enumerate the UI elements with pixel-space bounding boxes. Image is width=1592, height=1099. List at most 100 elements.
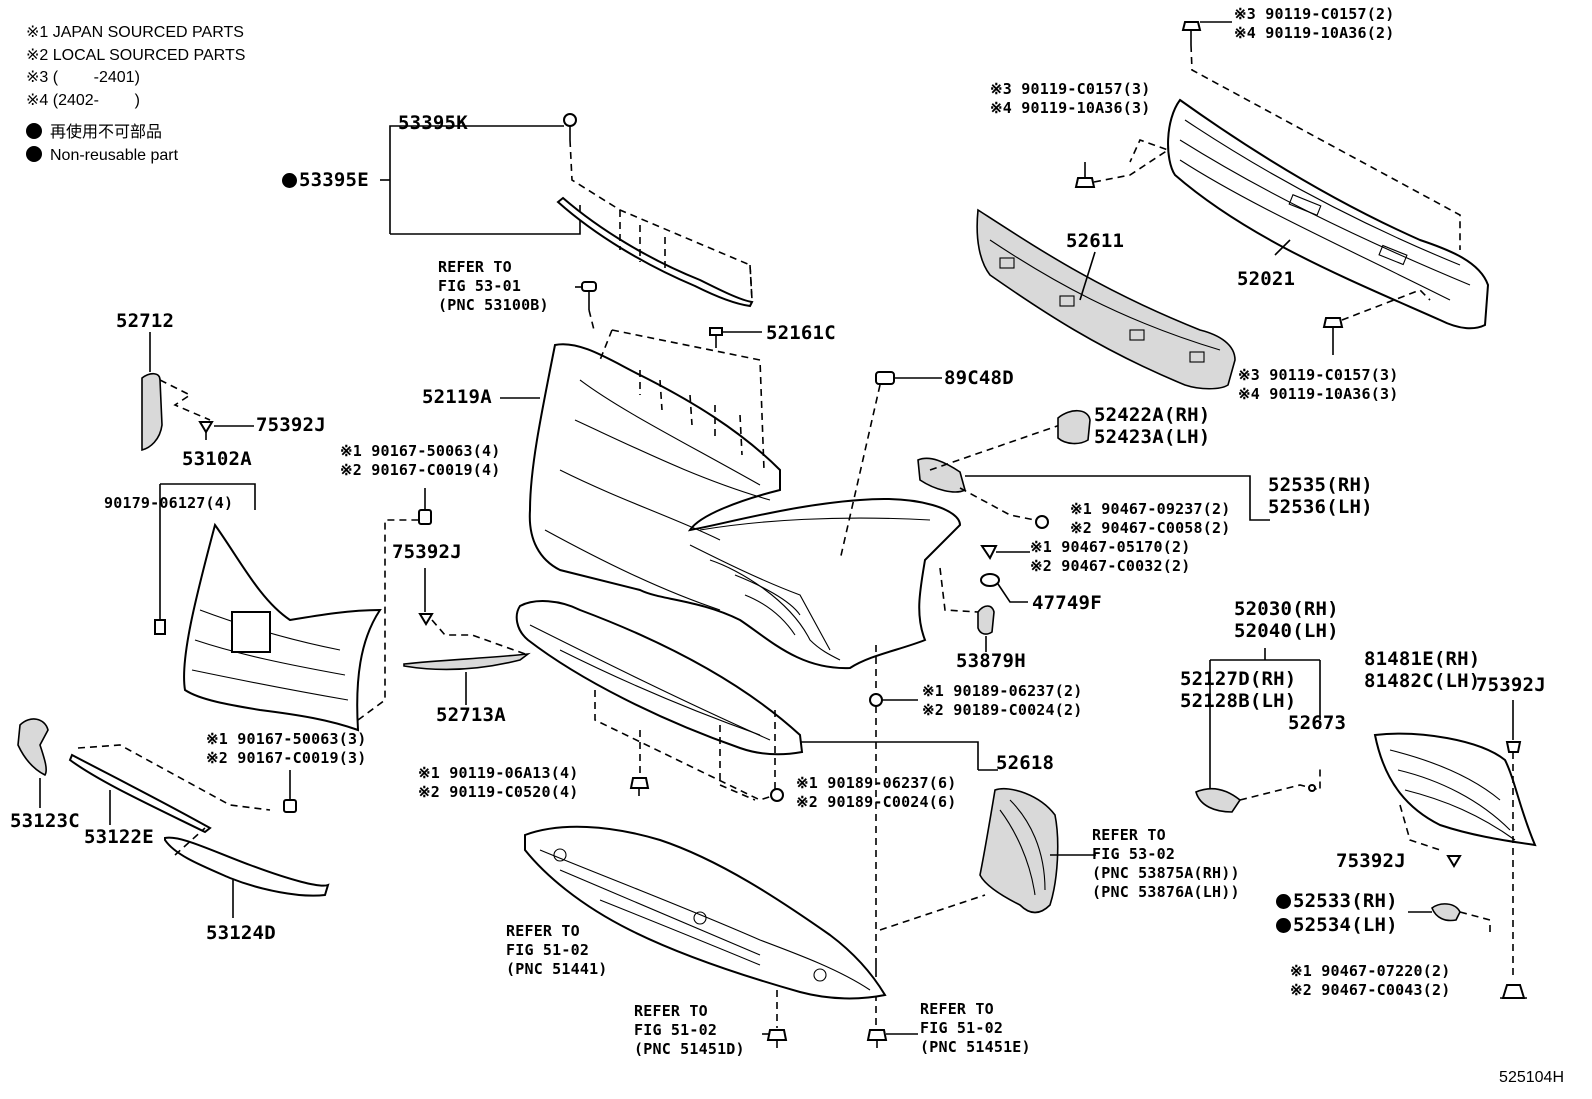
- ref-fig-53-01[interactable]: REFER TO FIG 53-01 (PNC 53100B): [438, 258, 549, 314]
- label-53879H[interactable]: 53879H: [956, 650, 1026, 672]
- label-53395E[interactable]: 53395E: [282, 169, 369, 191]
- label-right-bolt[interactable]: ※3 90119-C0157(3) ※4 90119-10A36(3): [1238, 366, 1399, 403]
- clip-90467-c: [1500, 984, 1527, 999]
- non-reusable-icon: [282, 173, 297, 188]
- clip-75392J-c: [1505, 700, 1522, 980]
- label-52618[interactable]: 52618: [996, 752, 1055, 774]
- label-mid-bolt[interactable]: ※3 90119-C0157(3) ※4 90119-10A36(3): [990, 80, 1151, 117]
- bracket-53395: [380, 125, 581, 235]
- label-clip-90467-c[interactable]: ※1 90467-07220(2) ※2 90467-C0043(2): [1290, 962, 1451, 999]
- diagram-code: 525104H: [1499, 1069, 1564, 1086]
- label-clip-90189-a[interactable]: ※1 90189-06237(2) ※2 90189-C0024(2): [922, 682, 1083, 719]
- label-52127D[interactable]: 52127D(RH) 52128B(LH): [1180, 668, 1297, 712]
- label-53395K[interactable]: 53395K: [398, 112, 468, 134]
- label-clip-90167-a[interactable]: ※1 90167-50063(4) ※2 90167-C0019(4): [340, 442, 501, 479]
- screw-52161C: [709, 327, 762, 348]
- reinforcement-52021: [1167, 98, 1490, 330]
- label-52611[interactable]: 52611: [1066, 230, 1125, 252]
- bullet-icon: [26, 123, 42, 139]
- clip-75392J-a: [198, 421, 254, 440]
- label-53124D[interactable]: 53124D: [206, 922, 276, 944]
- bolt-51451E: [866, 1029, 918, 1048]
- bracket-53102A: [159, 483, 256, 625]
- label-47749F[interactable]: 47749F: [1032, 592, 1102, 614]
- label-52422A[interactable]: 52422A(RH) 52423A(LH): [1094, 404, 1211, 448]
- label-52712[interactable]: 52712: [116, 310, 175, 332]
- label-75392J-c[interactable]: 75392J: [1476, 674, 1546, 696]
- lower-cover-52618: [515, 600, 804, 756]
- ref-fig-51-02-b[interactable]: REFER TO FIG 51-02 (PNC 51451D): [634, 1002, 745, 1058]
- label-52713A[interactable]: 52713A: [436, 704, 506, 726]
- label-89C48D[interactable]: 89C48D: [944, 367, 1014, 389]
- bumper-cover-52119A: [528, 343, 962, 670]
- legend-symbol-en: Non-reusable part: [50, 146, 179, 164]
- label-52535[interactable]: 52535(RH) 52536(LH): [1268, 474, 1373, 518]
- bracket-52422A: [1057, 409, 1091, 445]
- label-bolt-90119-06A13[interactable]: ※1 90119-06A13(4) ※2 90119-C0520(4): [418, 764, 579, 801]
- moulding-strip-53395E: [556, 113, 754, 308]
- cap-47749F: [980, 573, 1028, 603]
- label-52161C[interactable]: 52161C: [766, 322, 836, 344]
- label-75392J-b[interactable]: 75392J: [392, 541, 462, 563]
- bracket-52030: [1209, 648, 1321, 790]
- label-53123C[interactable]: 53123C: [10, 810, 80, 832]
- nut-90467-a: [1035, 515, 1049, 529]
- screw-ref-5301: [575, 281, 597, 331]
- label-52534[interactable]: 52534(LH): [1276, 914, 1398, 936]
- bolt-90119-06A13: [629, 777, 650, 796]
- ref-fig-53-02[interactable]: REFER TO FIG 53-02 (PNC 53875A(RH)) (PNC…: [1092, 826, 1240, 901]
- label-clip-90167-b[interactable]: ※1 90167-50063(3) ※2 90167-C0019(3): [206, 730, 367, 767]
- clip-90167-a: [418, 488, 432, 525]
- garnish-53124D: [164, 836, 330, 918]
- label-52673[interactable]: 52673: [1288, 712, 1347, 734]
- clip-89C48D: [839, 371, 942, 561]
- non-reusable-icon: [1276, 894, 1291, 909]
- label-81481E[interactable]: 81481E(RH) 81482C(LH): [1364, 648, 1481, 692]
- label-52021[interactable]: 52021: [1237, 268, 1296, 290]
- legend-note-2: ※2 LOCAL SOURCED PARTS: [26, 46, 246, 64]
- clip-90189-b: [770, 788, 784, 802]
- bolt-mid: [1074, 138, 1170, 188]
- label-clip-90467-b[interactable]: ※1 90467-05170(2) ※2 90467-C0032(2): [1030, 538, 1191, 575]
- bracket-53123C: [17, 718, 49, 808]
- clip-90167-b: [283, 770, 297, 813]
- grille-53102A: [154, 522, 382, 732]
- legend-note-3: ※3 ( -2401): [26, 69, 140, 86]
- label-75392J-a[interactable]: 75392J: [256, 414, 326, 436]
- label-52030[interactable]: 52030(RH) 52040(LH): [1234, 598, 1339, 642]
- cover-52127D: [1195, 765, 1321, 813]
- label-75392J-d[interactable]: 75392J: [1336, 850, 1406, 872]
- absorber-52611: [976, 208, 1236, 390]
- clip-75392J-b: [418, 568, 529, 656]
- label-clip-90189-b[interactable]: ※1 90189-06237(6) ※2 90189-C0024(6): [796, 774, 957, 811]
- label-53102A[interactable]: 53102A: [182, 448, 252, 470]
- liner-ref-5302: [879, 788, 1096, 931]
- bracket-52712: [141, 332, 211, 452]
- label-top-bolt[interactable]: ※3 90119-C0157(2) ※4 90119-10A36(2): [1234, 5, 1395, 42]
- moulding-53122E: [68, 744, 271, 834]
- ref-fig-51-02-c[interactable]: REFER TO FIG 51-02 (PNC 51451E): [920, 1000, 1031, 1056]
- clip-90467-b: [980, 545, 1030, 560]
- seal-53879H: [939, 567, 995, 652]
- bolt-top: [1181, 21, 1461, 250]
- label-53122E[interactable]: 53122E: [84, 826, 154, 848]
- label-52533[interactable]: 52533(RH): [1276, 890, 1398, 912]
- bolt-right: [1322, 289, 1431, 355]
- clip-90189-a: [869, 645, 918, 1028]
- legend-symbol-jp: 再使用不可部品: [50, 124, 163, 141]
- label-90179-06127[interactable]: 90179-06127(4): [104, 494, 234, 512]
- retainer-52535: [917, 424, 1270, 521]
- bolt-51451D: [762, 990, 788, 1048]
- fog-cover-81481E: [1373, 732, 1537, 851]
- legend-note-1: ※1 JAPAN SOURCED PARTS: [26, 24, 244, 41]
- label-nut-90467-a[interactable]: ※1 90467-09237(2) ※2 90467-C0058(2): [1070, 500, 1231, 537]
- label-52119A[interactable]: 52119A: [422, 386, 492, 408]
- legend: ※1 JAPAN SOURCED PARTS ※2 LOCAL SOURCED …: [26, 22, 245, 167]
- clip-75392J-d: [1446, 855, 1462, 868]
- legend-note-4: ※4 (2402- ): [26, 91, 140, 109]
- ref-fig-51-02-a[interactable]: REFER TO FIG 51-02 (PNC 51441): [506, 922, 608, 978]
- under-cover-ref-5102: [524, 825, 887, 1000]
- bracket-52533: [1408, 903, 1491, 935]
- bullet-icon: [26, 145, 42, 162]
